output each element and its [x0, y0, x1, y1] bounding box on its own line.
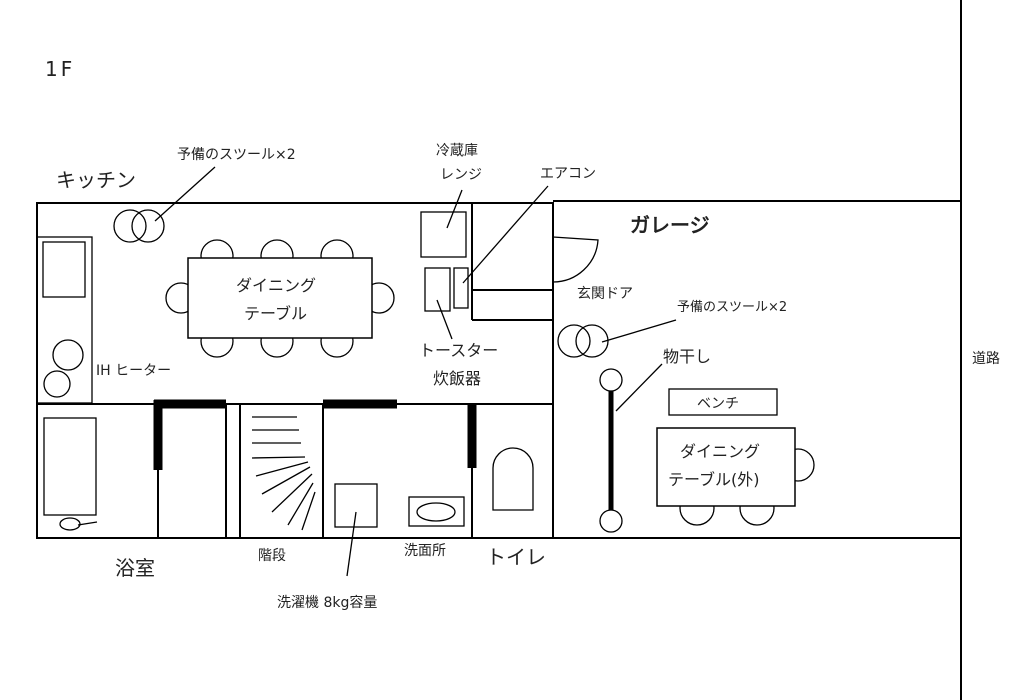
range-label: レンジ: [440, 167, 482, 183]
aircon-label: エアコン: [540, 166, 596, 182]
stair-tread: [255, 461, 309, 477]
callout-line: [154, 166, 216, 222]
toilet-bowl: [492, 447, 534, 511]
wash-basin: [408, 496, 465, 527]
fridge: [420, 211, 467, 258]
washroom-label: 洗面所: [404, 543, 446, 559]
drain-line: [77, 521, 98, 526]
kitchen-counter: [36, 236, 93, 404]
drain-icon: [59, 517, 81, 531]
wash-basin-bowl: [416, 502, 456, 522]
spare-stools-label: 予備のスツール×2: [177, 147, 296, 163]
rice-cooker: [453, 267, 469, 309]
bench-label: ベンチ: [697, 396, 739, 412]
ih-burner-1: [52, 339, 84, 371]
pole-end-icon: [599, 509, 623, 533]
callout-line: [436, 299, 453, 340]
bathroom-label: 浴室: [115, 556, 155, 580]
dining-label-line2: テーブル: [244, 304, 307, 323]
callout-line: [346, 511, 357, 577]
stairs-label: 階段: [258, 548, 286, 564]
clothes-dryer-label: 物干し: [663, 347, 711, 366]
entrance-door-label: 玄関ドア: [577, 285, 633, 302]
toaster-label: トースター: [419, 341, 498, 360]
ih-heater-label: IH ヒーター: [96, 363, 171, 379]
kitchen-sink: [42, 241, 86, 298]
ih-burner-2: [43, 370, 71, 398]
bathtub: [43, 417, 97, 516]
stool-icon: [575, 324, 609, 358]
floor-label: 1F: [45, 57, 75, 81]
garage-label: ガレージ: [630, 213, 710, 237]
toaster: [424, 267, 451, 312]
outdoor-dining-label-line2: テーブル(外): [668, 470, 760, 489]
dining-label-line1: ダイニング: [236, 276, 316, 295]
bench: [668, 388, 778, 416]
road-label: 道路: [972, 351, 1000, 367]
stair-tread: [301, 491, 316, 531]
entrance-door-swing: [552, 236, 599, 283]
outdoor-dining-table: [656, 427, 796, 507]
stool-icon: [113, 209, 147, 243]
callout-line: [462, 185, 549, 284]
spare-stools-garage-label: 予備のスツール×2: [677, 299, 787, 315]
stair-tread: [251, 456, 306, 459]
stair-tread: [261, 466, 311, 495]
stair-tread: [287, 482, 314, 526]
callout-line: [446, 189, 463, 229]
outdoor-dining-label-line1: ダイニング: [680, 442, 760, 461]
pole-end-icon: [599, 368, 623, 392]
stool-icon: [557, 324, 591, 358]
washing-machine: [334, 483, 378, 528]
callout-line: [601, 319, 677, 343]
stair-tread: [271, 473, 313, 513]
rice-cooker-label: 炊飯器: [433, 369, 481, 388]
stool-icon: [131, 209, 165, 243]
washing-machine-label: 洗濯機 8kg容量: [277, 594, 377, 611]
kitchen-label: キッチン: [56, 168, 136, 192]
dining-table: [187, 257, 373, 339]
callout-line: [615, 363, 663, 412]
toilet-label: トイレ: [486, 545, 546, 569]
fridge-label: 冷蔵庫: [436, 142, 478, 159]
